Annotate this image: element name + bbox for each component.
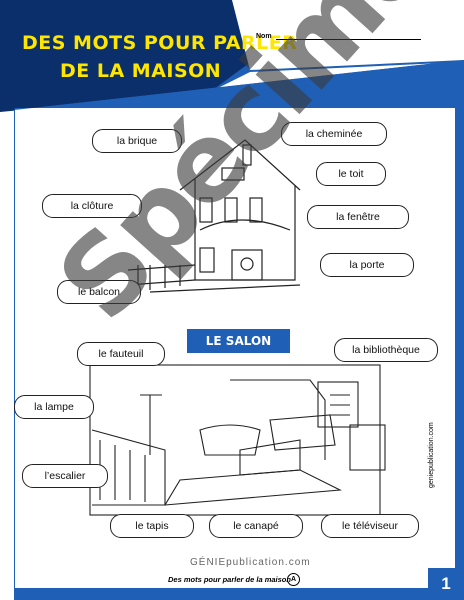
label-le-toit: le toit (316, 162, 386, 186)
page-title-line-2: DE LA MAISON (60, 60, 222, 82)
label-le-televiseur: le téléviseur (321, 514, 419, 538)
page-number: 1 (428, 568, 464, 600)
label-la-cheminee: la cheminée (281, 122, 387, 146)
side-url: geniepublication.com (428, 422, 435, 488)
footer-text: Des mots pour parler de la maison (168, 575, 291, 584)
name-label: Nom (256, 33, 272, 40)
name-field[interactable] (276, 39, 421, 40)
brand-logo-text: GÉNIEpublication.com (190, 557, 311, 568)
label-la-brique: la brique (92, 129, 182, 153)
label-le-balcon: le balcon (57, 280, 141, 304)
footer-badge: A (287, 573, 300, 586)
label-l-escalier: l’escalier (22, 464, 108, 488)
label-le-tapis: le tapis (110, 514, 194, 538)
label-la-fenetre: la fenêtre (307, 205, 409, 229)
label-la-porte: la porte (320, 253, 414, 277)
label-la-lampe: la lampe (14, 395, 94, 419)
label-le-canape: le canapé (209, 514, 303, 538)
label-la-bibliotheque: la bibliothèque (334, 338, 438, 362)
page-title-line-1: DES MOTS POUR PARLER (22, 32, 298, 54)
label-la-cloture: la clôture (42, 194, 142, 218)
label-le-fauteuil: le fauteuil (77, 342, 165, 366)
section-title-le-salon: LE SALON (187, 329, 290, 353)
